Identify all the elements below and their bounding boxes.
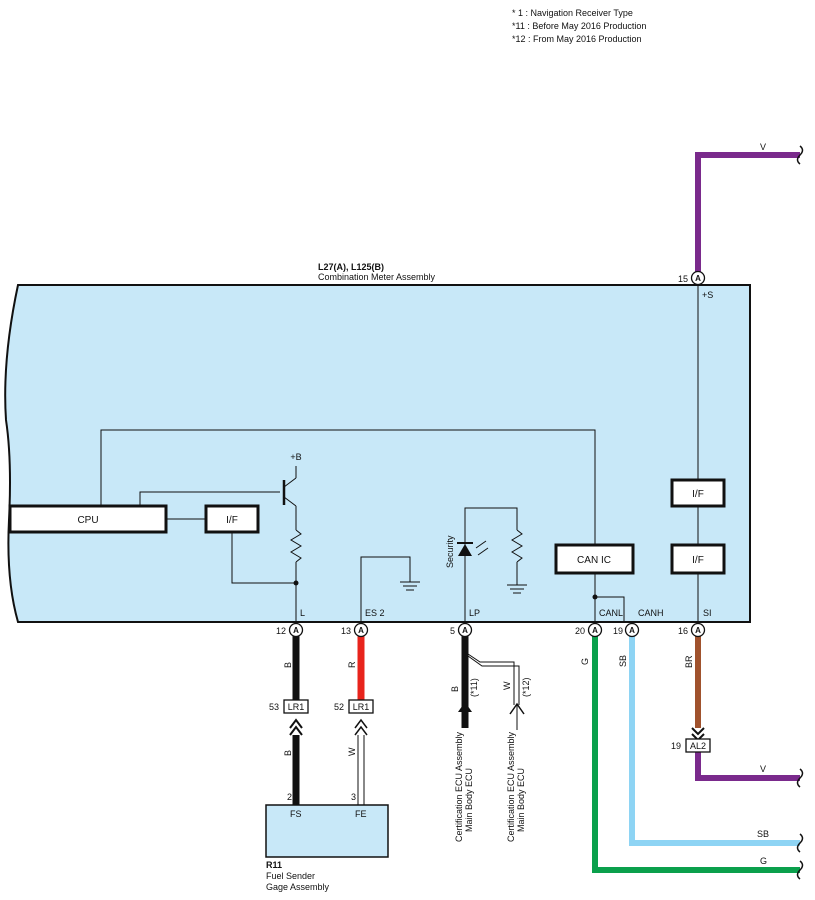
pin-13-label: ES 2: [365, 608, 385, 618]
wire-color-labels: B B R W B (*11) W (*12) G SB BR V SB G: [283, 655, 769, 866]
external-wires: [289, 636, 804, 880]
notes: * 1 : Navigation Receiver Type *11 : Bef…: [512, 8, 646, 44]
wire-13-upper: R: [347, 661, 357, 668]
pin-15-label: +S: [702, 290, 713, 300]
wire-12-lower: B: [283, 750, 293, 756]
wire-19-color: SB: [618, 655, 628, 667]
pin-12-label: L: [300, 608, 305, 618]
note-12: *12 : From May 2016 Production: [512, 34, 642, 44]
meter-code: L27(A), L125(B): [318, 262, 384, 272]
pin-20-number: 20: [575, 626, 585, 636]
wire-5-note-11: (*11): [469, 678, 479, 697]
meter-name: Combination Meter Assembly: [318, 272, 436, 282]
if-right-bottom-label: I/F: [692, 555, 704, 566]
plus-b-label: +B: [290, 452, 301, 462]
internal-wiring: [100, 285, 699, 622]
pin-20-letter: A: [592, 626, 598, 635]
pin-12-letter: A: [293, 626, 299, 635]
pin-15: 15 A +S: [678, 270, 713, 300]
pin-5-label: LP: [469, 608, 480, 618]
sender-pin-fe-number: 3: [351, 792, 356, 802]
connector-al2-number: 19: [671, 741, 681, 751]
sender-name-line2: Gage Assembly: [266, 882, 330, 892]
meter-panel: [4, 284, 751, 623]
pin-12-number: 12: [276, 626, 286, 636]
pin-13-letter: A: [358, 626, 364, 635]
wire-20-color: G: [580, 658, 590, 665]
wire-bottom-v: V: [760, 764, 766, 774]
can-ic-block: CAN IC: [554, 543, 635, 575]
connector-al2: AL2 19: [671, 738, 711, 753]
wire-12-upper: B: [283, 662, 293, 668]
connector-lr1-52: LR1 52: [334, 699, 374, 714]
wire-16-color: BR: [684, 655, 694, 668]
connector-lr1-53-name: LR1: [288, 702, 305, 712]
wire-plus-s-violet: V: [695, 142, 804, 274]
cpu-block: CPU: [8, 504, 168, 534]
wire-break-symbol: [796, 145, 804, 165]
pin-15-number: 15: [678, 274, 688, 284]
ecu-1-line1: Certification ECU Assembly: [454, 731, 464, 842]
sender-name-line1: Fuel Sender: [266, 871, 315, 881]
note-11: *11 : Before May 2016 Production: [512, 21, 646, 31]
connector-lr1-52-name: LR1: [353, 702, 370, 712]
pin-15-letter: A: [695, 274, 701, 283]
ecu-1-line2: Main Body ECU: [464, 768, 474, 832]
if-right-top-block: I/F: [670, 478, 726, 508]
sender-code: R11: [266, 860, 282, 870]
pin-13-number: 13: [341, 626, 351, 636]
connector-lr1-53-number: 53: [269, 702, 279, 712]
wire-5-note-12: (*12): [521, 677, 531, 697]
sender-pin-fs-number: 2: [287, 792, 292, 802]
wire-bottom-sb: SB: [757, 829, 769, 839]
wire-bottom-g: G: [760, 856, 767, 866]
pin-5-letter: A: [462, 626, 468, 635]
connector-lr1-53: LR1 53: [269, 699, 309, 714]
wire-5-branch: W: [502, 681, 512, 690]
if-left-label: I/F: [226, 515, 238, 526]
fuel-sender-box: 2 3 FS FE: [265, 792, 389, 858]
sender-pin-fs: FS: [290, 809, 302, 819]
if-right-top-label: I/F: [692, 489, 704, 500]
connector-lr1-52-number: 52: [334, 702, 344, 712]
connector-al2-name: AL2: [690, 741, 706, 751]
pin-16-label: SI: [703, 608, 712, 618]
pin-16-letter: A: [695, 626, 701, 635]
wire-13-lower: W: [347, 747, 357, 756]
pin-19-number: 19: [613, 626, 623, 636]
cpu-label: CPU: [77, 515, 98, 526]
destination-ecu-1: Certification ECU Assembly Main Body ECU: [454, 731, 474, 842]
sender-pin-fe: FE: [355, 809, 367, 819]
ecu-2-line2: Main Body ECU: [516, 768, 526, 832]
pin-5-number: 5: [450, 626, 455, 636]
bottom-pins: A A A A A A 12 13 5 20 19 16: [276, 622, 706, 638]
pin-19-letter: A: [629, 626, 635, 635]
destination-ecu-2: Certification ECU Assembly Main Body ECU: [506, 731, 526, 842]
ecu-2-line1: Certification ECU Assembly: [506, 731, 516, 842]
wire-5-main: B: [450, 686, 460, 692]
if-left-block: I/F: [204, 504, 260, 534]
pin-16-number: 16: [678, 626, 688, 636]
security-label: Security: [445, 535, 455, 568]
pin-20-label: CANL: [599, 608, 623, 618]
wire-color-top-v: V: [760, 142, 766, 152]
can-ic-label: CAN IC: [577, 555, 611, 566]
note-1: * 1 : Navigation Receiver Type: [512, 8, 633, 18]
if-right-bottom-block: I/F: [670, 543, 726, 575]
pin-19-label: CANH: [638, 608, 664, 618]
